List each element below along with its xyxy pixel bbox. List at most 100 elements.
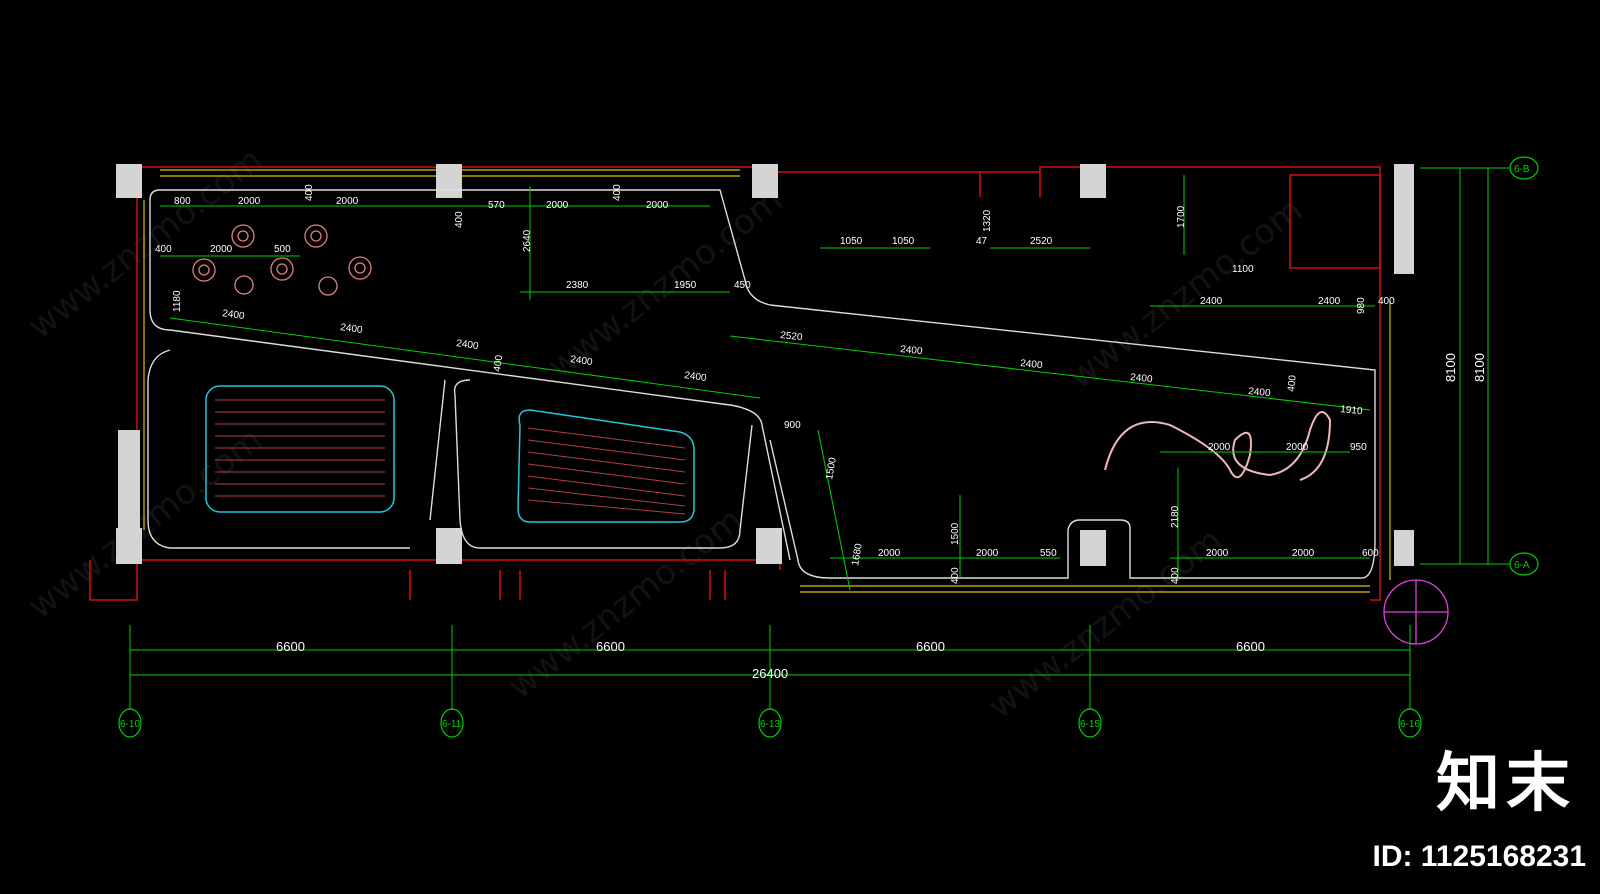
svg-text:400: 400 <box>1378 296 1395 307</box>
axis-bubble-6-a: 6-A <box>1509 552 1539 576</box>
pendant-light-icons <box>192 224 372 296</box>
svg-text:950: 950 <box>1350 442 1367 453</box>
svg-text:400: 400 <box>155 244 172 255</box>
axis-bubble-6-15: 6-15 <box>1078 708 1102 738</box>
axis-markers-bottom: 6-10 6-11 6-13 6-15 6-16 <box>118 708 1422 738</box>
lower-center-dimensions: 900 1500 1680 2000 2000 550 1500 400 <box>784 420 1057 584</box>
svg-text:2000: 2000 <box>546 200 569 211</box>
svg-text:6-16: 6-16 <box>1400 719 1420 730</box>
svg-text:2000: 2000 <box>238 196 261 207</box>
svg-text:47: 47 <box>976 236 988 247</box>
svg-text:2400: 2400 <box>1020 358 1044 371</box>
svg-text:400: 400 <box>1286 374 1299 392</box>
svg-text:2640: 2640 <box>522 229 533 252</box>
svg-text:1100: 1100 <box>1232 264 1254 275</box>
svg-text:2000: 2000 <box>976 548 999 559</box>
image-id-label: ID: 1125168231 <box>1372 840 1586 873</box>
dimension-lines <box>129 167 1510 710</box>
svg-text:600: 600 <box>1362 548 1379 559</box>
svg-text:www.znzmo.com: www.znzmo.com <box>21 420 270 627</box>
svg-text:1700: 1700 <box>1176 205 1187 228</box>
svg-text:2000: 2000 <box>1286 442 1309 453</box>
lighting-grid-right <box>517 409 695 523</box>
svg-text:6-11: 6-11 <box>442 719 462 730</box>
svg-text:1180: 1180 <box>172 290 183 312</box>
svg-text:2400: 2400 <box>340 322 364 336</box>
svg-text:2400: 2400 <box>1130 372 1154 385</box>
svg-text:550: 550 <box>1040 548 1057 559</box>
svg-text:400: 400 <box>304 184 315 201</box>
svg-text:6-B: 6-B <box>1514 164 1530 175</box>
svg-text:400: 400 <box>612 184 623 201</box>
svg-text:6-15: 6-15 <box>1080 719 1100 730</box>
svg-text:6-A: 6-A <box>1514 560 1530 571</box>
svg-text:800: 800 <box>174 196 191 207</box>
left-room-dimensions: 400 2000 500 1180 <box>155 244 291 312</box>
svg-text:2520: 2520 <box>1030 236 1053 247</box>
svg-text:400: 400 <box>492 354 505 372</box>
svg-text:2400: 2400 <box>684 370 708 384</box>
svg-text:8100: 8100 <box>1443 353 1458 382</box>
svg-text:1050: 1050 <box>892 236 915 247</box>
ribbon-ceiling-feature <box>1104 411 1332 481</box>
svg-text:1500: 1500 <box>950 522 961 545</box>
svg-text:2000: 2000 <box>646 200 669 211</box>
right-mid-dimensions: 2400 2400 980 400 <box>1200 296 1395 314</box>
lighting-grid-left <box>205 385 395 513</box>
svg-text:2400: 2400 <box>900 344 924 357</box>
svg-text:6-10: 6-10 <box>120 719 140 730</box>
diagonal-upper-dimensions: 2400 2400 2400 2400 2400 400 <box>222 308 708 384</box>
axis-bubble-6-10: 6-10 <box>118 708 142 738</box>
svg-text:2000: 2000 <box>210 244 233 255</box>
svg-text:2000: 2000 <box>1206 548 1229 559</box>
axis-bubble-6-11: 6-11 <box>440 708 464 738</box>
svg-text:www.znzmo.com: www.znzmo.com <box>501 500 750 707</box>
svg-text:2400: 2400 <box>222 308 246 322</box>
svg-text:1050: 1050 <box>840 236 863 247</box>
svg-text:2400: 2400 <box>1248 386 1272 399</box>
svg-text:500: 500 <box>274 244 291 255</box>
svg-text:2000: 2000 <box>1292 548 1315 559</box>
svg-text:1680: 1680 <box>850 542 865 566</box>
svg-text:6600: 6600 <box>596 639 625 654</box>
ceiling-outlines <box>147 189 1376 579</box>
axis-markers-right: 6-B 6-A <box>1509 156 1539 576</box>
svg-text:450: 450 <box>734 280 751 291</box>
svg-text:1910: 1910 <box>1340 404 1364 417</box>
lower-right-dimensions: 2000 2000 950 2180 2000 2000 600 400 <box>1170 442 1379 584</box>
svg-text:400: 400 <box>950 567 961 584</box>
svg-text:980: 980 <box>1356 297 1367 314</box>
total-length-dimension: 26400 <box>752 666 788 681</box>
svg-text:6600: 6600 <box>916 639 945 654</box>
magenta-target-symbol <box>1383 579 1449 645</box>
svg-text:2400: 2400 <box>1318 296 1341 307</box>
diagonal-lower-dimensions: 2520 2400 2400 2400 2400 400 1910 <box>780 330 1364 417</box>
svg-text:2400: 2400 <box>456 338 480 352</box>
svg-text:400: 400 <box>454 211 465 228</box>
svg-text:6600: 6600 <box>1236 639 1265 654</box>
axis-bubble-6-16: 6-16 <box>1398 708 1422 738</box>
axis-bubble-6-b: 6-B <box>1509 156 1539 180</box>
structural-columns <box>116 164 1414 566</box>
svg-text:1320: 1320 <box>982 209 993 232</box>
bay-dimensions: 6600 6600 6600 6600 26400 8100 8100 <box>276 353 1487 681</box>
right-top-dimensions: 1050 1050 47 1320 2520 1700 1100 <box>840 205 1254 275</box>
top-left-dimensions: 800 2000 400 2000 570 2000 400 2000 400 <box>174 184 669 228</box>
svg-text:6-13: 6-13 <box>760 719 780 730</box>
svg-text:2400: 2400 <box>1200 296 1223 307</box>
svg-text:2400: 2400 <box>570 354 594 368</box>
svg-text:2000: 2000 <box>878 548 901 559</box>
svg-text:400: 400 <box>1170 567 1181 584</box>
axis-bubble-6-13: 6-13 <box>758 708 782 738</box>
middle-dimensions: 2640 2380 1950 450 <box>522 229 751 291</box>
svg-text:570: 570 <box>488 200 505 211</box>
svg-text:2180: 2180 <box>1170 505 1181 528</box>
svg-text:2000: 2000 <box>336 196 359 207</box>
svg-text:1500: 1500 <box>824 456 839 480</box>
svg-text:2520: 2520 <box>780 330 804 343</box>
svg-text:8100: 8100 <box>1472 353 1487 382</box>
svg-text:900: 900 <box>784 420 801 431</box>
svg-text:2380: 2380 <box>566 280 589 291</box>
svg-text:6600: 6600 <box>276 639 305 654</box>
